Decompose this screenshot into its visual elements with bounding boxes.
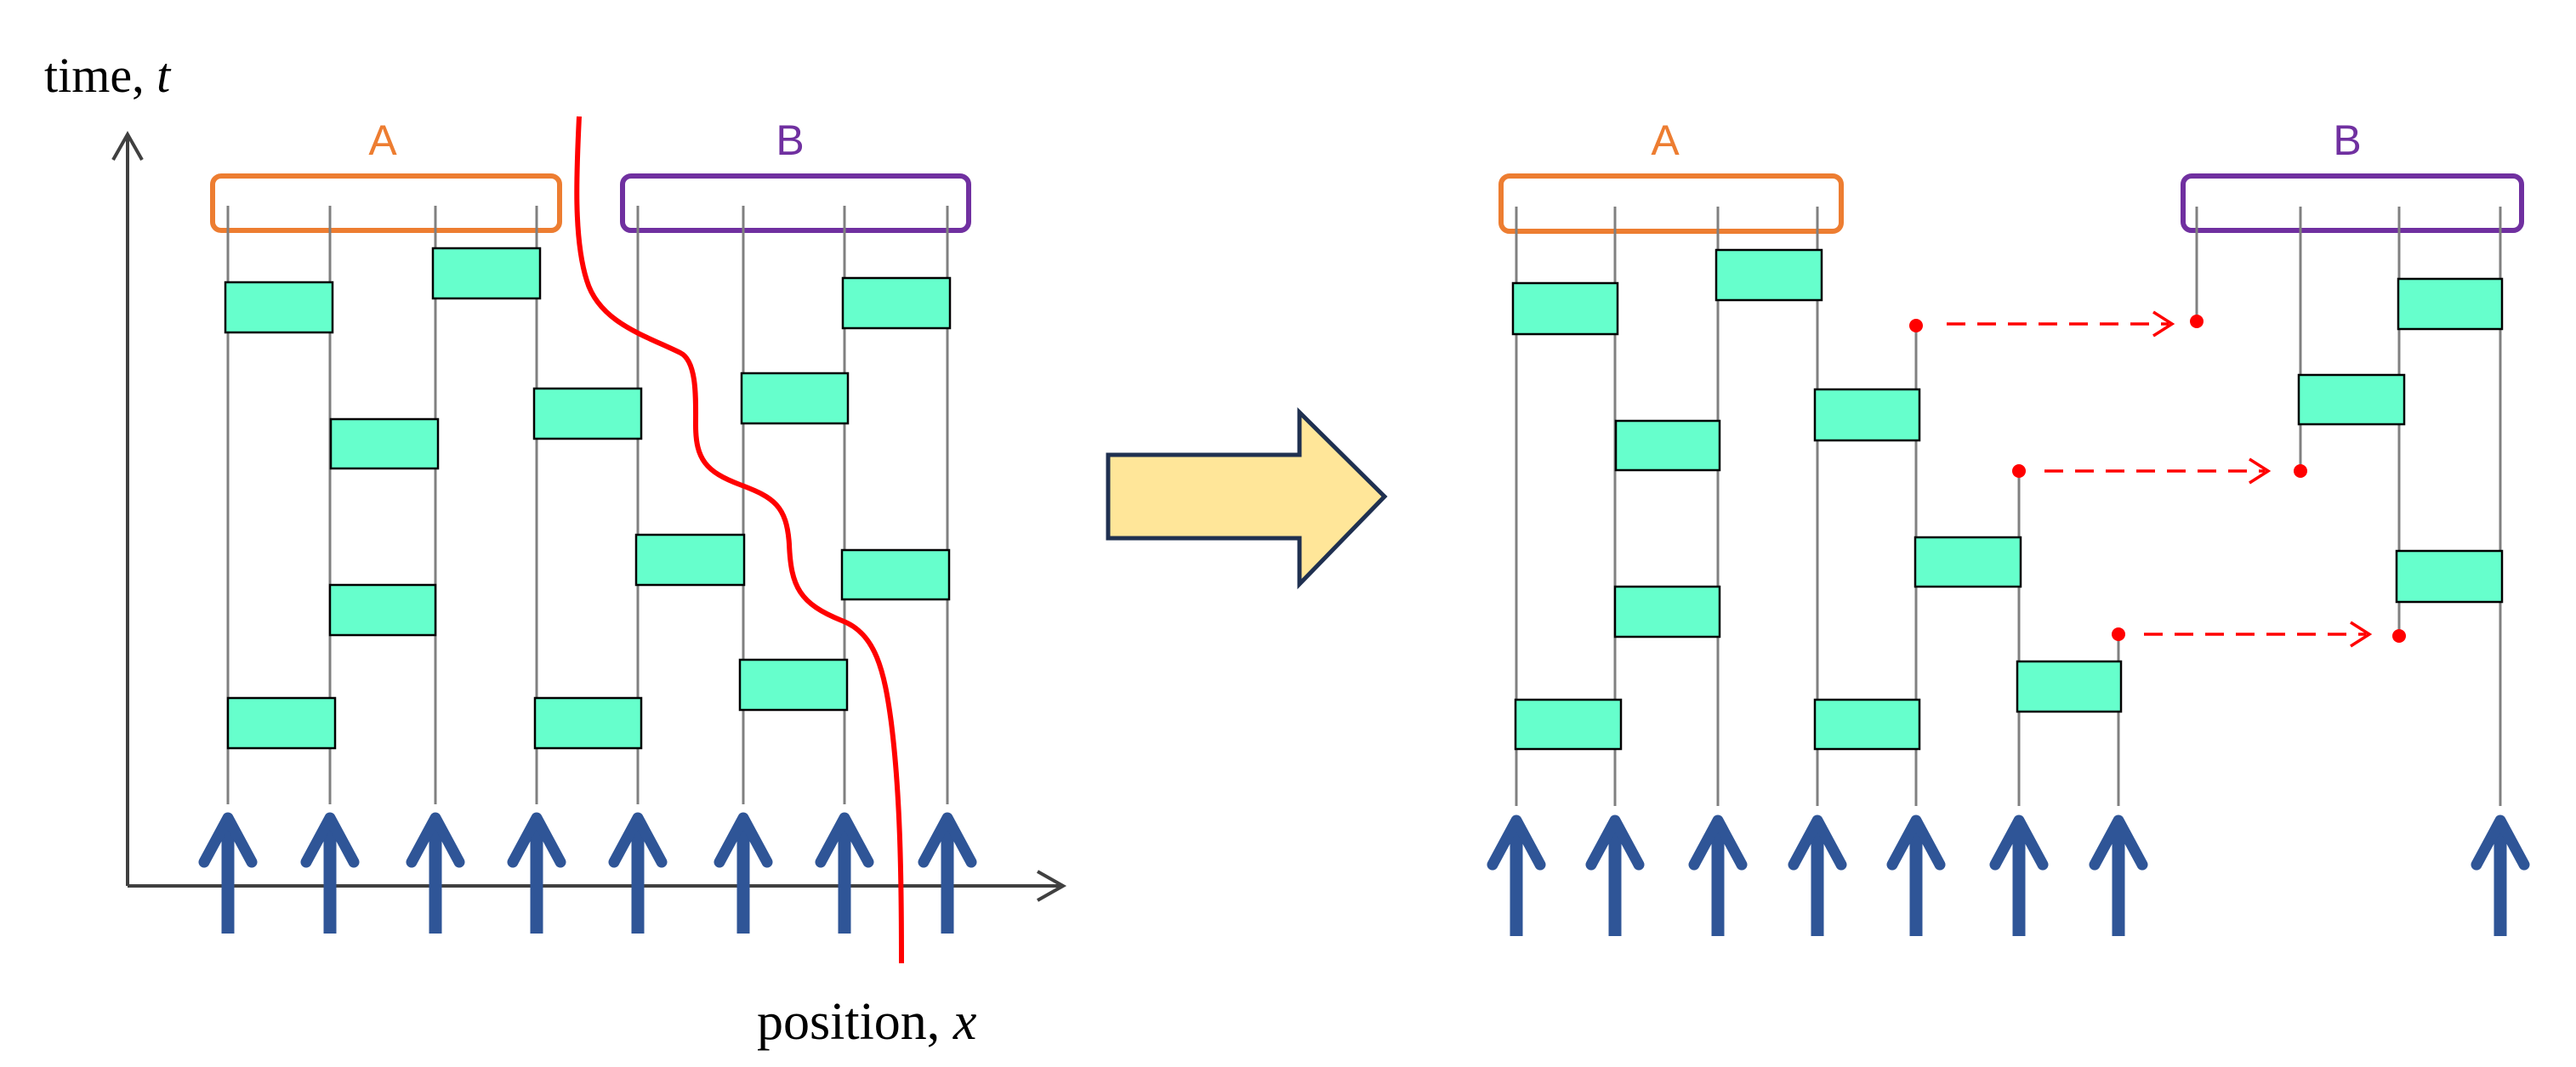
up-arrow-head-icon (1788, 814, 1847, 871)
two-qubit-gate (840, 548, 951, 601)
two-qubit-gate (224, 281, 334, 334)
arrowhead-icon (2249, 457, 2272, 485)
cut-endpoint-dot (1909, 319, 1923, 332)
cut-endpoint-dot (2190, 315, 2204, 328)
up-arrow-head-icon (2089, 814, 2148, 871)
y-axis-arrowhead-icon (111, 130, 144, 161)
up-arrow-head-icon (608, 812, 668, 868)
two-qubit-gate (532, 387, 643, 440)
left-panel: time, t position, x A B (44, 48, 1067, 1051)
up-arrow-head-icon (2471, 814, 2530, 871)
right-panel: A B (1487, 116, 2530, 936)
two-qubit-gate (2016, 660, 2123, 713)
x-axis-arrowhead-icon (1037, 870, 1067, 902)
two-qubit-gate (841, 276, 952, 330)
up-arrow-head-icon (1989, 814, 2049, 871)
x-axis-label: position, x (757, 993, 977, 1051)
two-qubit-gate (1613, 585, 1721, 638)
arrowhead-icon (2152, 310, 2175, 338)
two-qubit-gate (2395, 549, 2504, 604)
two-qubit-gate (431, 247, 542, 300)
group-b-bracket (2181, 173, 2524, 233)
two-qubit-gate (2397, 277, 2504, 331)
up-arrow-head-icon (918, 812, 977, 868)
group-b-label: B (776, 116, 804, 164)
up-arrow-head-icon (714, 812, 773, 868)
two-qubit-gate (740, 372, 850, 425)
cut-endpoint-dot (2294, 464, 2307, 478)
two-qubit-gate (329, 417, 440, 470)
two-qubit-gate (2297, 373, 2406, 426)
up-arrow-head-icon (406, 812, 465, 868)
up-arrow-head-icon (1886, 814, 1946, 871)
up-arrow-head-icon (300, 812, 360, 868)
arrowhead-icon (2350, 621, 2373, 648)
group-a-bracket (210, 173, 562, 233)
group-b-bracket (620, 173, 971, 233)
cut-line (574, 116, 904, 964)
two-qubit-gate (533, 696, 643, 750)
two-qubit-gate (1813, 698, 1921, 751)
cut-endpoint-dot (2112, 627, 2125, 641)
two-qubit-gate (226, 696, 337, 750)
two-qubit-gate (1511, 281, 1619, 336)
two-qubit-gate (328, 583, 437, 637)
two-qubit-gate (1614, 419, 1721, 472)
up-arrow-head-icon (815, 812, 874, 868)
group-b-label: B (2333, 116, 2361, 164)
two-qubit-gate (738, 658, 849, 712)
y-axis-label: time, t (44, 48, 172, 103)
up-arrow-head-icon (1585, 814, 1645, 871)
up-arrow-head-icon (1487, 814, 1546, 871)
up-arrow-head-icon (1688, 814, 1748, 871)
group-a-label: A (1651, 116, 1680, 164)
two-qubit-gate (634, 533, 746, 587)
two-qubit-gate (1714, 248, 1823, 302)
cut-endpoint-dot (2392, 629, 2406, 643)
right-arrow-icon (1106, 407, 1388, 590)
two-qubit-gate (1914, 536, 2022, 588)
group-a-label: A (368, 116, 397, 164)
cut-endpoint-dot (2012, 464, 2026, 478)
up-arrow-head-icon (198, 812, 258, 868)
two-qubit-gate (1514, 698, 1623, 751)
group-a-bracket (1498, 173, 1844, 234)
two-qubit-gate (1813, 388, 1921, 442)
up-arrow-head-icon (507, 812, 566, 868)
